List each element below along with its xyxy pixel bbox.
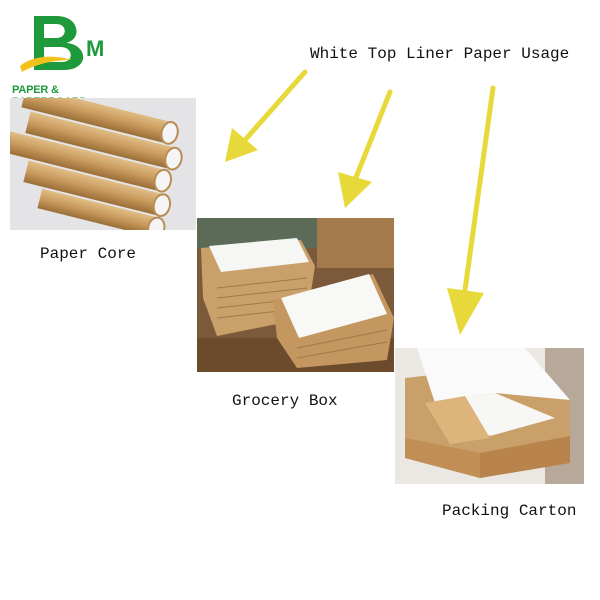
grocery-box-illustration — [197, 218, 394, 372]
arrow-grocery-box-head — [338, 172, 372, 208]
bm-logo-mark: M — [20, 16, 104, 72]
caption-grocery-box: Grocery Box — [232, 392, 338, 410]
packing-carton-photo — [395, 348, 584, 484]
grocery-box-photo — [197, 218, 394, 372]
paper-core-photo — [10, 98, 196, 230]
logo-m-letter: M — [86, 36, 104, 61]
arrow-packing-carton-head — [447, 288, 484, 335]
page-title: White Top Liner Paper Usage — [310, 45, 570, 63]
paper-core-illustration — [10, 98, 183, 230]
caption-packing-carton: Packing Carton — [442, 502, 577, 520]
caption-paper-core: Paper Core — [40, 245, 137, 263]
arrow-paper-core-head — [225, 128, 258, 162]
packing-carton-illustration — [395, 348, 584, 484]
arrow-paper-core-shaft — [242, 69, 308, 143]
arrow-packing-carton-shaft — [462, 85, 496, 293]
arrow-grocery-box-shaft — [352, 89, 393, 183]
